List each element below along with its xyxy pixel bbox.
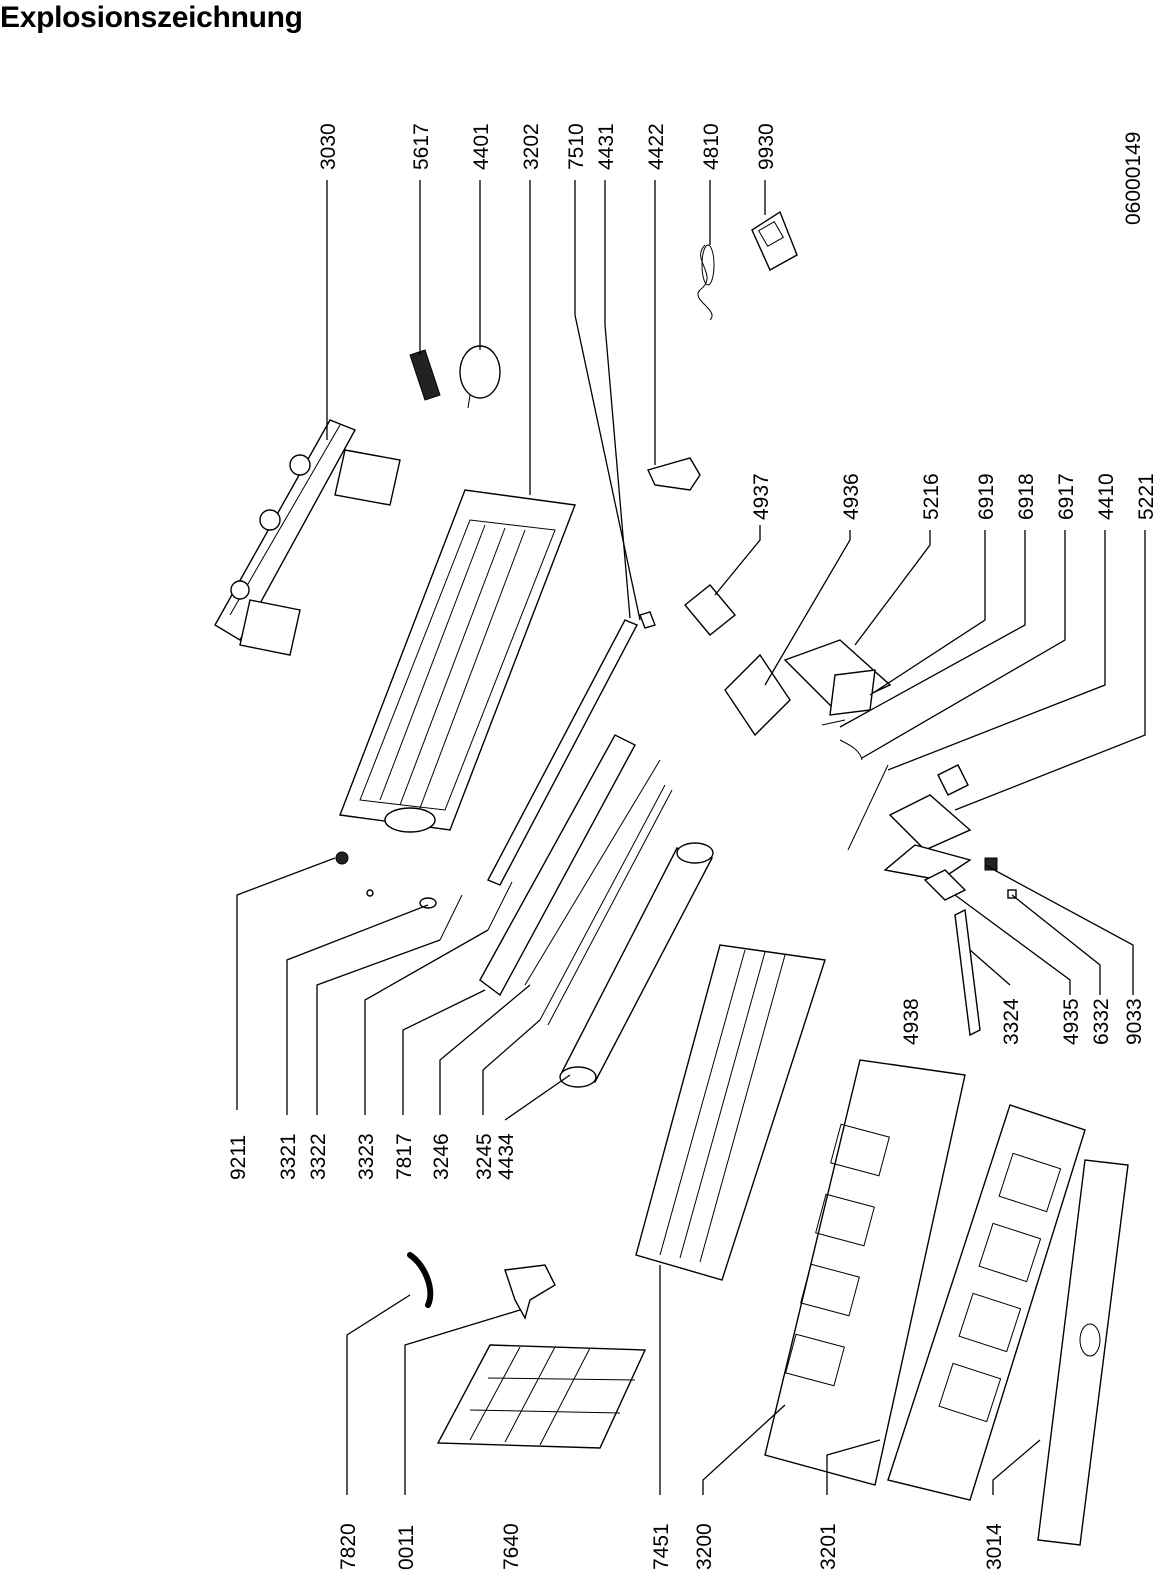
part-label-4401: 4401 <box>470 123 493 170</box>
part-label-3322: 3322 <box>307 1133 330 1180</box>
part-label-4936: 4936 <box>840 473 863 520</box>
part-label-7510: 7510 <box>565 123 588 170</box>
drawing-number: 06000149 <box>1122 132 1145 225</box>
part-label-3202: 3202 <box>520 123 543 170</box>
bracket-drawing <box>647 457 701 491</box>
display-board-drawing <box>954 908 981 1037</box>
part-label-4434: 4434 <box>495 1133 518 1180</box>
cable-drawing <box>697 244 713 321</box>
part-label-6918: 6918 <box>1015 473 1038 520</box>
part-label-4431: 4431 <box>595 123 618 170</box>
probe-drawing <box>847 764 889 851</box>
part-label-6332: 6332 <box>1090 998 1113 1045</box>
part-label-3321: 3321 <box>277 1133 300 1180</box>
part-label-4422: 4422 <box>645 123 668 170</box>
part-label-3014: 3014 <box>983 1523 1006 1570</box>
air-filter-drawing <box>436 1344 647 1449</box>
leader-lines <box>236 180 1146 1495</box>
part-label-7817: 7817 <box>393 1133 416 1180</box>
bearing-drawing <box>335 851 349 865</box>
connector-drawing <box>937 764 969 796</box>
remote-control-drawing <box>751 210 798 271</box>
part-label-3324: 3324 <box>1000 998 1023 1045</box>
part-label-3246: 3246 <box>430 1133 453 1180</box>
part-label-9033: 9033 <box>1123 998 1146 1045</box>
part-label-6917: 6917 <box>1055 473 1078 520</box>
holder-drawing <box>504 1264 556 1320</box>
cross-flow-fan-drawing <box>559 842 714 1088</box>
electronics-drawing <box>783 639 892 716</box>
part-label-0011: 0011 <box>395 1525 418 1570</box>
part-label-7640: 7640 <box>500 1523 523 1570</box>
part-label-3030: 3030 <box>317 123 340 170</box>
louver-drawing <box>479 734 636 997</box>
front-cover-drawing <box>1037 1159 1129 1546</box>
part-label-7451: 7451 <box>650 1523 673 1570</box>
part-label-6919: 6919 <box>975 473 998 520</box>
clip-drawing <box>639 611 656 629</box>
part-label-3200: 3200 <box>693 1523 716 1570</box>
blade-drawing <box>524 759 661 986</box>
part-label-4937: 4937 <box>750 473 773 520</box>
part-label-9930: 9930 <box>755 123 778 170</box>
control-box-drawing <box>724 653 791 737</box>
cover-drawing <box>684 584 736 636</box>
part-label-5221: 5221 <box>1135 473 1154 520</box>
pivot-drawing <box>419 897 437 909</box>
part-label-4935: 4935 <box>1060 998 1083 1045</box>
circuit-board-drawing <box>883 794 972 901</box>
chassis-drawing <box>764 1059 966 1486</box>
part-label-4410: 4410 <box>1095 473 1118 520</box>
part-label-3201: 3201 <box>817 1523 840 1570</box>
part-label-3323: 3323 <box>355 1133 378 1180</box>
part-label-3245: 3245 <box>473 1133 496 1180</box>
part-label-5216: 5216 <box>920 473 943 520</box>
drain-hose-drawing <box>407 1252 434 1308</box>
part-label-4810: 4810 <box>700 123 723 170</box>
part-label-9211: 9211 <box>227 1135 250 1180</box>
page-title: Explosionszeichnung <box>0 1 303 34</box>
part-label-4938: 4938 <box>900 998 923 1045</box>
part-label-7820: 7820 <box>337 1523 360 1570</box>
sensor-wire-drawing <box>821 719 846 726</box>
small-filter-drawing <box>409 349 441 401</box>
swing-strip-drawing <box>487 619 638 886</box>
part-label-5617: 5617 <box>410 123 433 170</box>
evaporator-drawing <box>635 944 826 1281</box>
front-panel-drawing <box>887 1104 1086 1501</box>
housing-drawing <box>339 489 576 833</box>
callout-labels: 3030 5617 4401 3202 7510 4431 4422 4810 … <box>227 123 1154 1570</box>
fan-motor-drawing <box>459 345 501 409</box>
mounting-plate-drawing <box>214 419 401 656</box>
